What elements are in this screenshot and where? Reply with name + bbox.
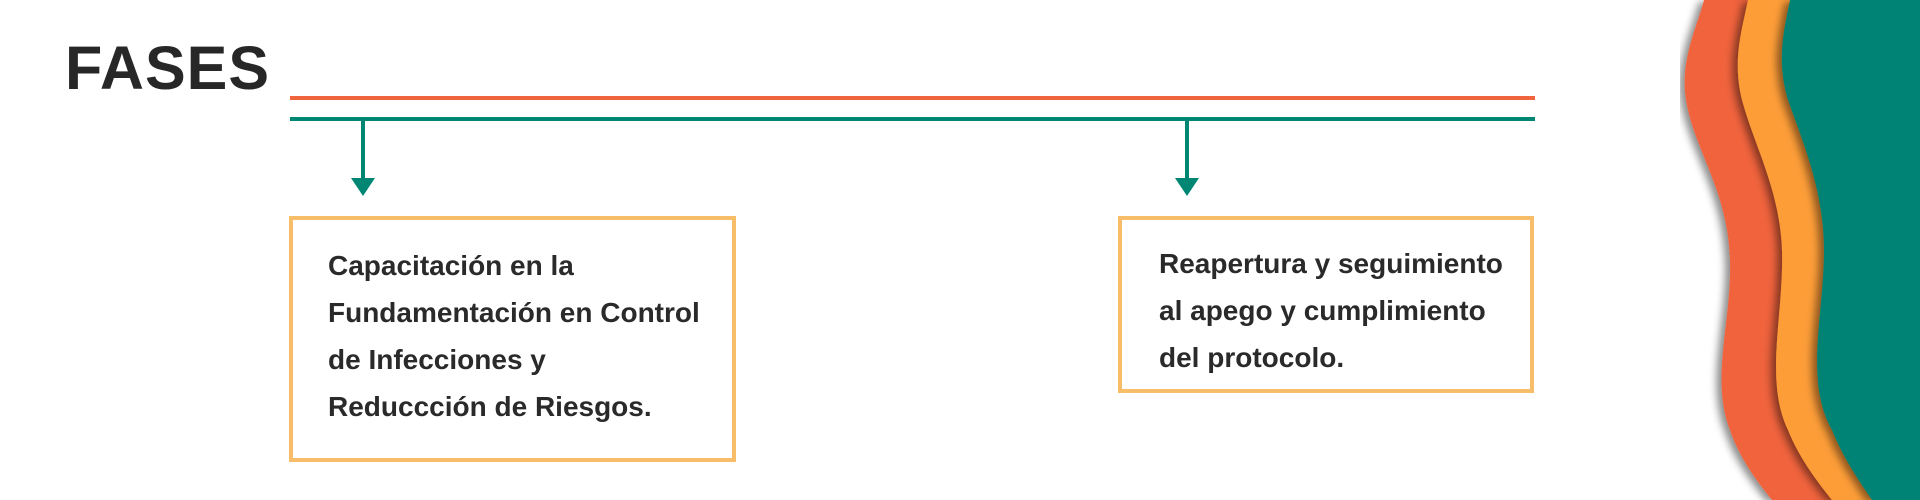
arrow-down-icon bbox=[1174, 120, 1200, 196]
page-title: FASES bbox=[65, 34, 271, 102]
phase-box-1: Capacitación en la Fundamentación en Con… bbox=[289, 216, 736, 462]
phase-2-text: Reapertura y seguimiento al apego y cump… bbox=[1159, 248, 1503, 373]
deco-wave-teal bbox=[1781, 0, 1920, 500]
phase-1-text: Capacitación en la Fundamentación en Con… bbox=[328, 250, 700, 422]
arrow-down-icon bbox=[350, 120, 376, 196]
phase-box-2: Reapertura y seguimiento al apego y cump… bbox=[1118, 216, 1534, 393]
decorative-waves bbox=[1684, 0, 1920, 500]
timeline-orange-line bbox=[290, 96, 1535, 100]
timeline-teal-line bbox=[290, 117, 1535, 121]
